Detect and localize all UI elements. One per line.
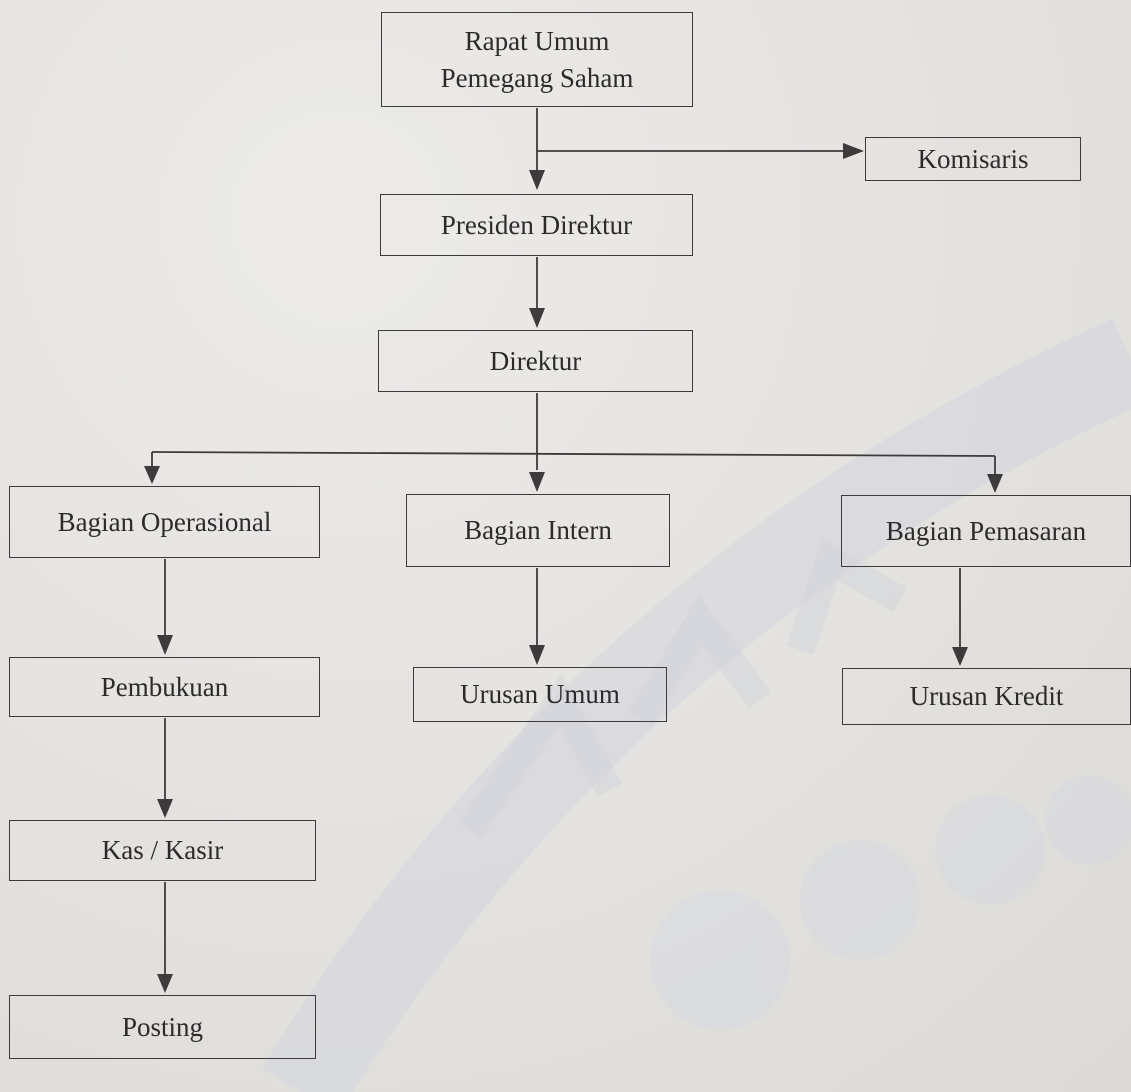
- node-urusan-kredit-label: Urusan Kredit: [909, 681, 1064, 712]
- node-bagian-intern: Bagian Intern: [406, 494, 670, 567]
- edge-bus-horizontal: [151, 451, 996, 457]
- arrow-umum: [529, 645, 545, 665]
- node-urusan-kredit: Urusan Kredit: [842, 668, 1131, 725]
- node-direktur: Direktur: [378, 330, 693, 392]
- arrow-direktur: [529, 308, 545, 328]
- node-posting-label: Posting: [121, 1011, 204, 1042]
- node-bagian-operasional: Bagian Operasional: [9, 486, 320, 558]
- node-bagian-intern-label: Bagian Intern: [464, 515, 612, 546]
- arrow-kas: [157, 799, 173, 818]
- node-kas-kasir-label: Kas / Kasir: [101, 835, 224, 866]
- node-bagian-operasional-label: Bagian Operasional: [57, 506, 272, 537]
- arrow-kredit: [952, 647, 968, 666]
- node-komisaris-label: Komisaris: [917, 143, 1029, 174]
- node-rapat-umum-pemegang-saham: Rapat Umum Pemegang Saham: [381, 12, 693, 107]
- node-direktur-label: Direktur: [489, 345, 582, 376]
- arrow-intern: [529, 472, 545, 492]
- node-posting: Posting: [9, 995, 316, 1059]
- node-pembukuan-label: Pembukuan: [100, 671, 229, 702]
- arrow-pemasaran: [987, 474, 1003, 493]
- arrow-posting: [157, 974, 173, 993]
- node-bagian-pemasaran: Bagian Pemasaran: [841, 495, 1131, 567]
- node-rups-line1: Rapat Umum: [464, 26, 610, 57]
- arrow-komisaris: [843, 143, 864, 159]
- node-komisaris: Komisaris: [865, 137, 1081, 181]
- node-urusan-umum-label: Urusan Umum: [460, 679, 620, 710]
- node-kas-kasir: Kas / Kasir: [9, 820, 316, 881]
- node-urusan-umum: Urusan Umum: [413, 667, 667, 722]
- node-presiden-direktur: Presiden Direktur: [380, 194, 693, 256]
- node-bagian-pemasaran-label: Bagian Pemasaran: [885, 515, 1087, 546]
- node-rups-line2: Pemegang Saham: [440, 62, 634, 93]
- node-pembukuan: Pembukuan: [9, 657, 320, 717]
- arrow-presdir: [529, 170, 545, 190]
- node-presiden-direktur-label: Presiden Direktur: [440, 209, 633, 240]
- arrow-pembukuan: [157, 635, 173, 655]
- arrow-operasional: [144, 466, 160, 484]
